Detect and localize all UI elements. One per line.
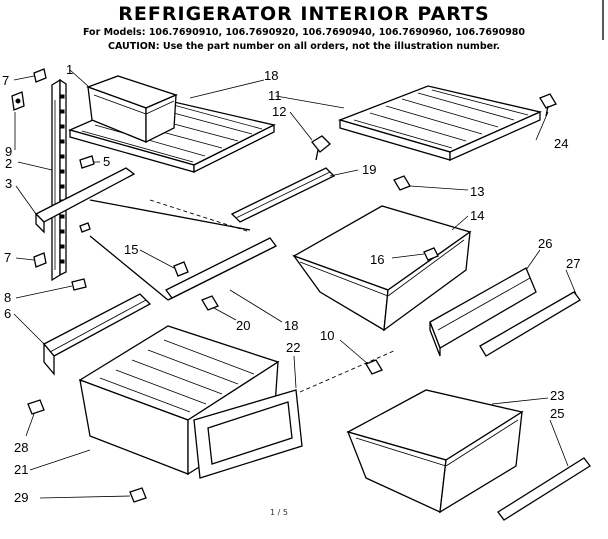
callout-1: 1 [66,62,73,77]
drawer-clip [423,247,439,261]
callout-26: 26 [538,236,552,251]
callout-18: 18 [284,318,298,333]
callout-7a: 7 [2,73,9,88]
lower-shelf-cover [42,293,152,376]
callout-20: 20 [236,318,250,333]
storage-bin [86,75,178,144]
callout-7b: 7 [4,250,11,265]
callout-21: 21 [14,462,28,477]
screw [79,155,95,169]
lower-pan [346,389,524,514]
shelf-stud [27,399,45,415]
shelf-stud [201,295,219,311]
shelf-stud [129,487,147,503]
callout-numbers: 7 1 9 2 3 5 18 11 12 24 19 13 14 16 15 2… [2,62,580,505]
callout-28: 28 [14,440,28,455]
screw [79,222,91,233]
page-title: REFRIGERATOR INTERIOR PARTS [118,3,490,25]
shelf-clip [173,261,189,277]
shelf-rail [51,78,67,282]
callout-6: 6 [4,306,11,321]
drawer-cover [429,267,537,357]
callout-5: 5 [103,154,110,169]
shelf-stud [311,135,331,161]
callout-11: 11 [268,88,282,103]
callout-17: 18 [264,68,278,83]
pan-trim [497,457,591,521]
callout-14: 14 [470,208,484,223]
callout-23: 23 [550,388,564,403]
callout-2: 2 [5,156,12,171]
callout-12: 12 [272,104,286,119]
callout-27: 27 [566,256,580,271]
upper-right-shelf [337,85,543,162]
model-list: For Models: 106.7690910, 106.7690920, 10… [82,27,526,38]
callout-22: 22 [286,340,300,355]
cover-trim [479,291,581,357]
shelf-clip [393,175,411,191]
caution-note: CAUTION: Use the part number on all orde… [107,41,501,52]
callout-25: 25 [550,406,564,421]
crisper-front-frame [193,389,303,479]
middle-shelf-frame [34,167,336,301]
callout-24: 24 [554,136,568,151]
rail-cap-top [33,68,47,83]
callout-16: 16 [370,252,384,267]
leader-lines [13,69,577,499]
shelf-stud [365,359,383,375]
callout-3: 3 [5,176,12,191]
callout-19: 19 [362,162,376,177]
callout-9: 9 [5,144,12,159]
callout-13: 13 [470,184,484,199]
callout-10: 10 [320,328,334,343]
screw [71,278,87,291]
crisper-drawer [292,205,472,332]
page-number: 1 / 5 [270,508,288,517]
callout-15: 15 [124,242,138,257]
callout-29: 29 [14,490,28,505]
rail-cap-bottom [33,252,47,268]
callout-8: 8 [4,290,11,305]
shelf-stud [539,93,557,117]
